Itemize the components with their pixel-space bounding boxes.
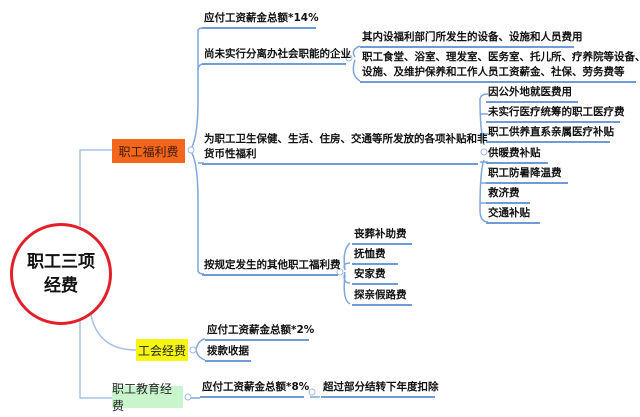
- non-separated-item[interactable]: 职工食堂、浴室、理发室、医务室、托儿所、疗养院等设备、 设施、及维护保养和工作人…: [360, 50, 640, 83]
- welfare-rate[interactable]: 应付工资薪金总额*14%: [202, 11, 319, 29]
- other-item[interactable]: 抚恤费: [352, 247, 398, 265]
- union-receipt[interactable]: 拨款收据: [205, 344, 251, 362]
- subsidy-item[interactable]: 因公外地就医费用: [486, 85, 578, 103]
- welfare-other[interactable]: 按规定发生的其他职工福利费: [202, 258, 341, 276]
- item-line: 设施、及维护保养和工作人员工资薪金、社保、劳务费等: [362, 66, 625, 78]
- item-line: 职工食堂、浴室、理发室、医务室、托儿所、疗养院等设备、: [362, 51, 640, 63]
- other-item[interactable]: 探亲假路费: [352, 288, 412, 306]
- education-rate[interactable]: 应付工资薪金总额*8%: [200, 380, 309, 398]
- other-item[interactable]: 丧葬补助费: [352, 227, 412, 245]
- welfare-non-separated[interactable]: 尚未实行分离办社会职能的企业: [202, 47, 351, 65]
- welfare-subsidies[interactable]: 为职工卫生保健、生活、住房、交通等所发放的各项补贴和非 货币性福利: [202, 132, 488, 165]
- subsidy-item[interactable]: 供暖费补贴: [486, 146, 548, 164]
- subsidy-item[interactable]: 职工供养直系亲属医疗补贴: [486, 125, 614, 143]
- subsidies-line1: 为职工卫生保健、生活、住房、交通等所发放的各项补贴和非: [204, 133, 488, 145]
- branch-welfare[interactable]: 职工福利费: [112, 139, 185, 163]
- branch-union[interactable]: 工会经费: [136, 339, 188, 361]
- root-node[interactable]: 职工三项经费: [10, 223, 112, 325]
- union-rate[interactable]: 应付工资薪金总额*2%: [205, 323, 314, 341]
- other-item[interactable]: 安家费: [352, 267, 398, 285]
- root-label: 职工三项经费: [27, 252, 95, 296]
- subsidy-item[interactable]: 职工防暑降温费: [486, 166, 568, 184]
- branch-education[interactable]: 职工教育经费: [112, 382, 183, 413]
- subsidy-item[interactable]: 交通补贴: [486, 206, 540, 224]
- education-note[interactable]: 超过部分结转下年度扣除: [321, 380, 439, 398]
- subsidy-item[interactable]: 救济费: [486, 186, 530, 204]
- subsidies-line2: 货币性福利: [204, 148, 257, 160]
- non-separated-item[interactable]: 其内设福利部门所发生的设备、设施和人员费用: [360, 30, 583, 48]
- subsidy-item[interactable]: 未实行医疗统筹的职工医疗费: [486, 105, 625, 123]
